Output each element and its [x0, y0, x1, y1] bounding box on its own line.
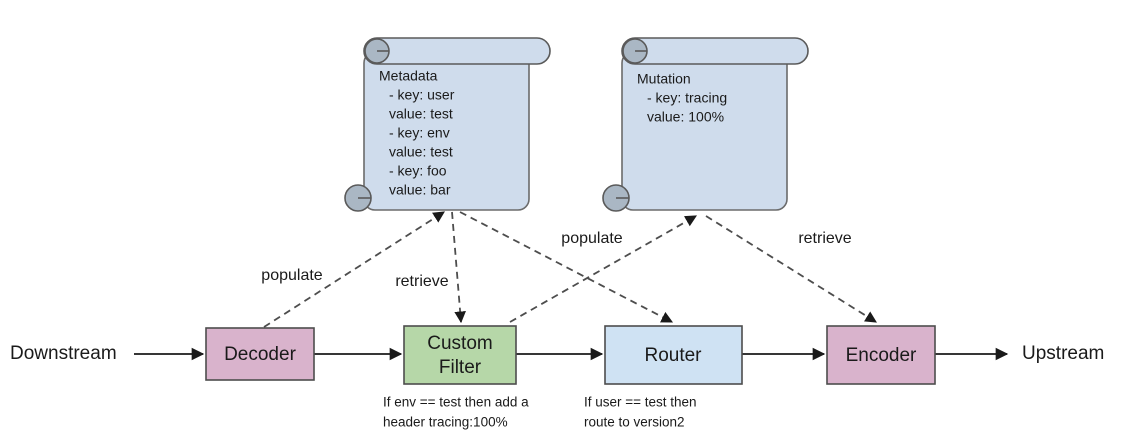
metadata-scroll-line-5: - key: foo [389, 163, 447, 179]
node-encoder-box[interactable] [826, 325, 936, 385]
mutation-scroll-title: Mutation [637, 71, 691, 87]
caption-router-line2: route to version2 [584, 415, 685, 430]
node-custom-filter[interactable]: Custom Filter [403, 325, 517, 385]
node-decoder[interactable]: Decoder [205, 327, 315, 381]
edge-label-retrieve-metadata: retrieve [395, 273, 448, 290]
node-custom-filter-box[interactable] [403, 325, 517, 385]
node-router[interactable]: Router [604, 325, 743, 385]
dashed-edge-metadata-to-custom-filter [451, 211, 466, 324]
dashed-edge-mutation-to-encoder [705, 215, 877, 323]
endpoint-label-upstream: Upstream [1022, 343, 1104, 364]
metadata-scroll-line-6: value: bar [389, 182, 451, 198]
mutation-scroll-line-1: - key: tracing [647, 90, 727, 106]
node-encoder[interactable]: Encoder [826, 325, 936, 385]
node-custom-filter-label-line2: Filter [439, 357, 482, 378]
edge-label-retrieve-mutation: retrieve [798, 230, 851, 247]
caption-custom-filter: If env == test then add a header tracing… [383, 395, 529, 430]
metadata-scroll-top-roll [363, 37, 551, 65]
node-router-label: Router [644, 345, 702, 366]
mutation-scroll: Mutation - key: tracing value: 100% [602, 37, 809, 212]
metadata-scroll-line-2: value: test [389, 106, 453, 122]
edge-label-populate-mutation: populate [561, 230, 622, 247]
metadata-scroll-line-4: value: test [389, 144, 453, 160]
metadata-scroll-title: Metadata [379, 68, 438, 84]
caption-router: If user == test then route to version2 [584, 395, 697, 430]
caption-router-line1: If user == test then [584, 395, 697, 410]
node-encoder-label: Encoder [846, 345, 917, 366]
metadata-scroll-line-3: - key: env [389, 125, 450, 141]
dashed-edge-metadata-to-router [459, 211, 674, 323]
node-decoder-box[interactable] [205, 327, 315, 381]
node-custom-filter-label-line1: Custom [427, 333, 492, 354]
mutation-scroll-top-roll [621, 37, 809, 65]
endpoint-label-downstream: Downstream [10, 343, 117, 364]
edge-label-populate-metadata: populate [261, 267, 322, 284]
caption-custom-filter-line1: If env == test then add a [383, 395, 529, 410]
metadata-scroll-line-1: - key: user [389, 87, 455, 103]
metadata-scroll: Metadata - key: user value: test - key: … [344, 37, 551, 212]
mutation-scroll-line-2: value: 100% [647, 109, 724, 125]
node-decoder-label: Decoder [224, 344, 296, 365]
node-router-box[interactable] [604, 325, 743, 385]
caption-custom-filter-line2: header tracing:100% [383, 415, 508, 430]
dashed-edge-group [263, 211, 877, 328]
